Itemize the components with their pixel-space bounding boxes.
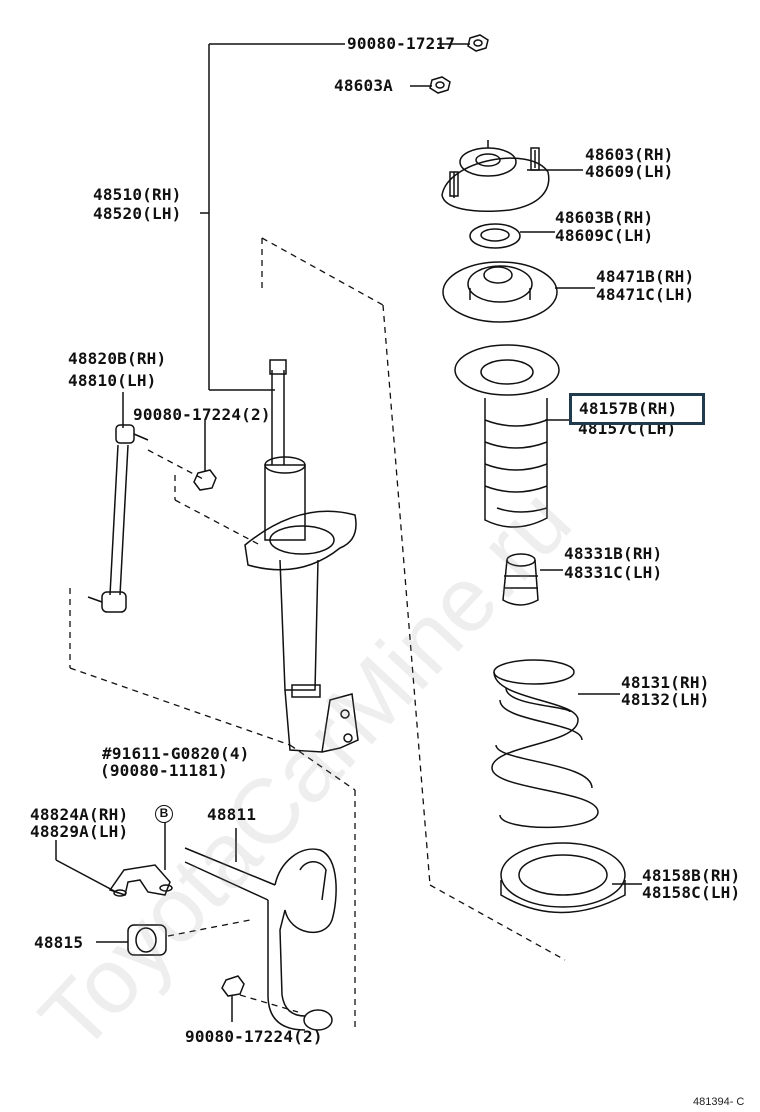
label-seat-lower-rh: 48158B(RH)	[642, 866, 741, 885]
stabilizer-bar-icon	[184, 847, 337, 1031]
label-strut-rh: 48510(RH)	[93, 185, 182, 204]
upper-spring-seat-icon	[442, 261, 558, 323]
label-bottom-nut: 90080-17224(2)	[185, 1027, 323, 1046]
label-link-rh: 48820B(RH)	[68, 349, 167, 368]
label-bumper-rh: 48331B(RH)	[564, 544, 663, 563]
label-support-lh: 48609(LH)	[585, 162, 674, 181]
label-seat-lower-lh: 48158C(LH)	[642, 883, 741, 902]
bushing-icon	[127, 924, 167, 956]
label-bracket-lh: 48829A(LH)	[30, 822, 129, 841]
label-seat-upper-lh: 48471C(LH)	[596, 285, 695, 304]
label-seat-upper-rh: 48471B(RH)	[596, 267, 695, 286]
leader-lines	[55, 43, 642, 1022]
assembly-lines	[69, 237, 566, 1030]
label-strut-lh: 48520(LH)	[93, 204, 182, 223]
lower-spring-seat-icon	[500, 842, 626, 914]
bottom-nut-icon	[221, 975, 245, 997]
label-link-nut: 90080-17224(2)	[133, 405, 271, 424]
label-support-rh: 48603(RH)	[585, 145, 674, 164]
bump-stopper-icon	[502, 553, 539, 606]
label-boot-rh: 48157B(RH)	[579, 399, 678, 418]
reference-circle-b: B	[155, 805, 173, 823]
label-bearing-lh: 48609C(LH)	[555, 226, 654, 245]
link-nut-icon	[193, 469, 217, 491]
label-bracket-rh: 48824A(RH)	[30, 805, 129, 824]
figure-reference: 481394- C	[693, 1096, 745, 1108]
label-link-lh: 48810(LH)	[68, 371, 157, 390]
label-nut-a: 48603A	[334, 76, 393, 95]
nut-top-icon	[467, 34, 489, 52]
bracket-icon	[108, 864, 173, 897]
label-bumper-lh: 48331C(LH)	[564, 563, 663, 582]
label-bearing-rh: 48603B(RH)	[555, 208, 654, 227]
stabilizer-link-icon	[87, 424, 149, 613]
nut-48603a-icon	[429, 76, 451, 94]
label-bushing: 48815	[34, 933, 84, 952]
coil-spring-icon	[491, 659, 599, 829]
dust-boot-icon	[454, 344, 560, 528]
shock-absorber-icon	[244, 359, 359, 753]
strut-mount-icon	[441, 140, 550, 212]
label-spring-lh: 48132(LH)	[621, 690, 710, 709]
label-nut-top: 90080-17217	[347, 34, 456, 53]
label-bolt-alt: (90080-11181)	[100, 761, 228, 780]
label-spring-rh: 48131(RH)	[621, 673, 710, 692]
label-bolt: #91611-G0820(4)	[102, 744, 250, 763]
bearing-icon	[469, 223, 521, 249]
label-stabilizer: 48811	[207, 805, 257, 824]
highlight-box	[569, 393, 705, 425]
